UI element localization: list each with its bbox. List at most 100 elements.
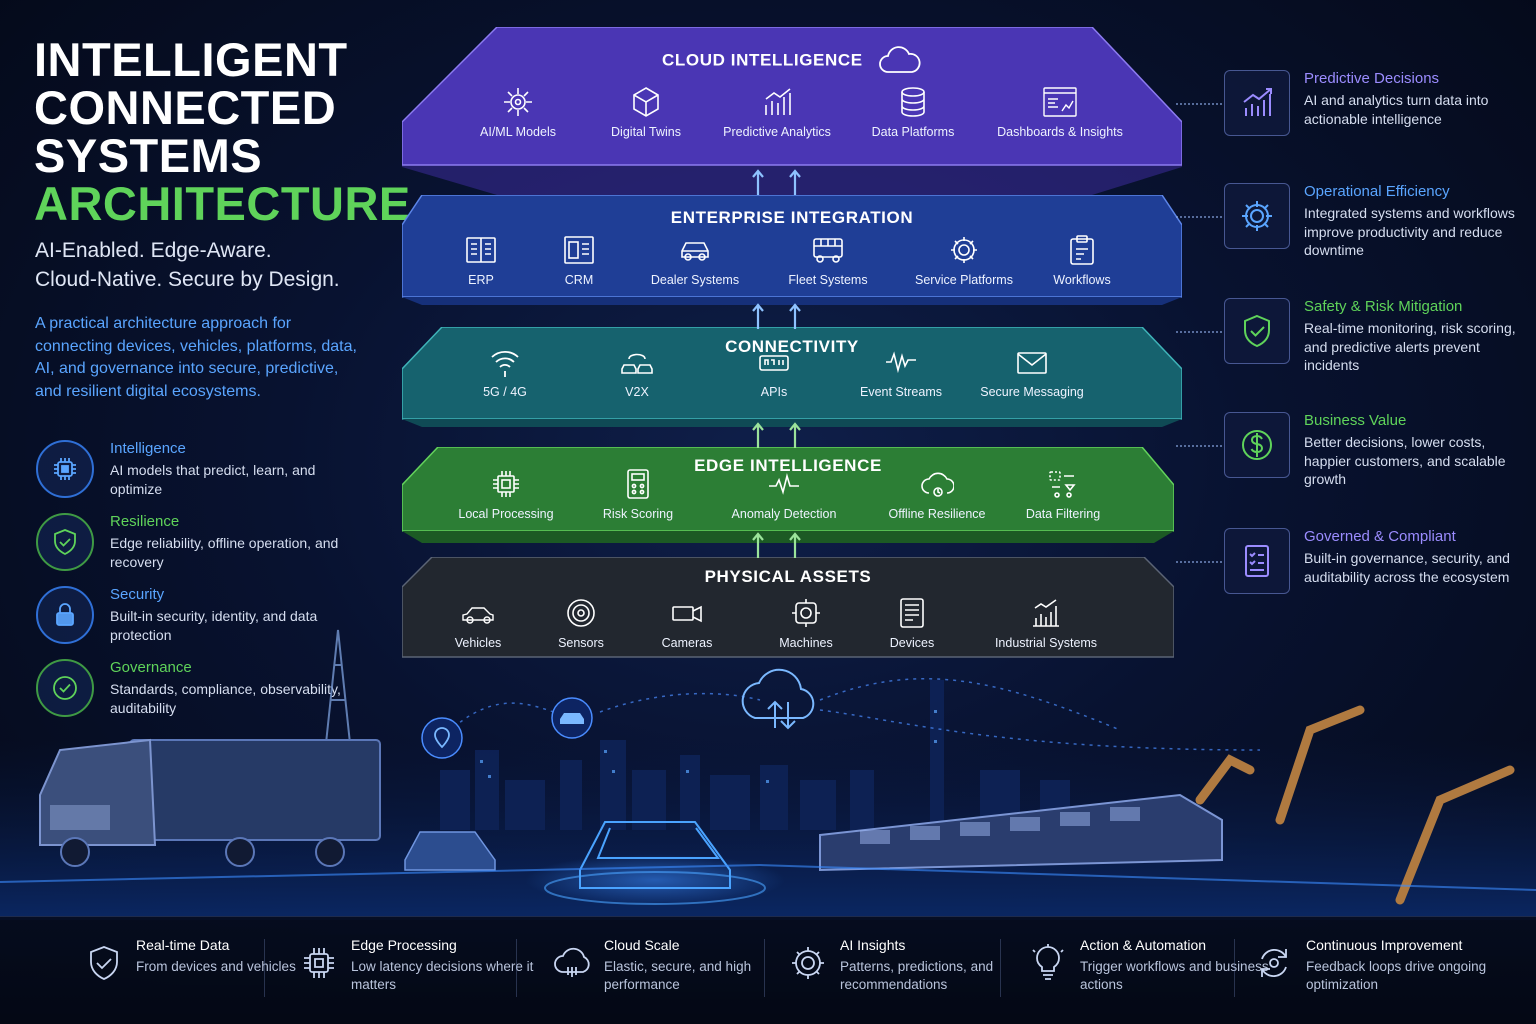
footer-desc: Patterns, predictions, and recommendatio… [840, 959, 994, 992]
pillar-title: Intelligence [110, 440, 186, 457]
layer-item-digital-twins: Digital Twins [581, 85, 711, 140]
layer-item-machines: Machines [741, 596, 871, 651]
intro-text: A practical architecture approach for co… [35, 315, 357, 400]
city-scene-illustration [0, 629, 1536, 920]
machine-gear-icon [792, 599, 820, 627]
arrow-up-icon [752, 532, 764, 558]
benefit-desc: Real-time monitoring, risk scoring, and … [1304, 320, 1516, 373]
layer-item-local-processing: Local Processing [441, 467, 571, 522]
layer-item-label: CRM [564, 273, 594, 287]
arrow-up-icon [789, 169, 801, 195]
benefit-desc: AI and analytics turn data into actionab… [1304, 92, 1489, 127]
pillar-resilience: Resilience Edge reliability, offline ope… [36, 513, 356, 575]
layer-item-label: Workflows [1053, 273, 1111, 287]
tagline-line-1: AI-Enabled. Edge-Aware. [35, 239, 272, 262]
layer-item-crm: CRM [514, 233, 644, 288]
footer-title: Cloud Scale [604, 937, 680, 953]
car-icon [462, 607, 494, 624]
footer-desc: Feedback loops drive ongoing optimizatio… [1306, 959, 1487, 992]
bus-icon [813, 238, 843, 263]
page-title: INTELLIGENT CONNECTED SYSTEMS ARCHITECTU… [34, 36, 411, 230]
layer-item-label: ERP [468, 273, 494, 287]
cube-icon [633, 87, 659, 117]
layer-item-apis: APIs [709, 345, 839, 400]
layer-item-label: Local Processing [458, 507, 554, 521]
v2x-icon [621, 353, 653, 374]
footer-title: AI Insights [840, 937, 906, 953]
connector-dots [1176, 331, 1222, 333]
camera-icon [672, 605, 702, 623]
layer-item-label: Secure Messaging [980, 385, 1084, 399]
cloud-icon [554, 947, 590, 977]
pillar-intelligence: Intelligence AI models that predict, lea… [36, 440, 356, 502]
filter-icon [1049, 471, 1076, 498]
layer-item-predictive-analytics: Predictive Analytics [712, 85, 842, 140]
footer-title: Action & Automation [1080, 937, 1207, 953]
layer-item-label: Dealer Systems [650, 273, 740, 287]
checklist-icon [1224, 528, 1290, 594]
title-line-3: SYSTEMS [34, 129, 263, 182]
layer-item-label: APIs [760, 385, 788, 399]
footer-desc: Elastic, secure, and high performance [604, 959, 752, 992]
pillar-title: Resilience [110, 513, 180, 530]
footer-item-ai-insights: AI Insights Patterns, predictions, and r… [788, 937, 1028, 1007]
api-icon [759, 355, 789, 371]
layer-item-sensors: Sensors [516, 596, 646, 651]
pillar-governance: Governance Standards, compliance, observ… [36, 659, 356, 721]
layer-item-v2x: V2X [572, 345, 702, 400]
layer-item-data-filtering: Data Filtering [998, 467, 1128, 522]
connector-dots [1176, 561, 1222, 563]
footer-item-edge-processing: Edge Processing Low latency decisions wh… [299, 937, 539, 1007]
industrial-chart-icon [1033, 599, 1059, 627]
cloud-sync-icon [741, 668, 815, 730]
cycle-icon [1261, 948, 1287, 978]
layer-item-label: Service Platforms [915, 273, 1013, 287]
benefit-title: Governed & Compliant [1304, 528, 1456, 545]
footer-desc: From devices and vehicles [136, 959, 296, 974]
layer-item-label: Risk Scoring [602, 507, 674, 521]
calculator-icon [627, 469, 649, 499]
layer-item-label: Data Filtering [1025, 507, 1101, 521]
footer-divider [1000, 939, 1001, 997]
layer-enterprise-integration: ENTERPRISE INTEGRATION ERP CRM Dealer Sy… [402, 195, 1182, 305]
train-illustration [819, 793, 1223, 872]
pillar-desc: Standards, compliance, observability, au… [110, 681, 341, 716]
connector-dots [1176, 216, 1222, 218]
car-icon [681, 242, 709, 261]
shield-check-icon [1224, 298, 1290, 364]
pulse-icon [769, 472, 799, 495]
footer-divider [264, 939, 265, 997]
arrow-up-icon [789, 422, 801, 448]
wifi-icon [491, 350, 519, 377]
layer-item-label: Machines [779, 636, 833, 650]
footer-divider [1234, 939, 1235, 997]
layer-item-offline-resilience: Offline Resilience [872, 467, 1002, 522]
tagline-line-2: Cloud-Native. Secure by Design. [35, 268, 340, 291]
cloud-icon [879, 46, 921, 73]
layer-item-risk-scoring: Risk Scoring [573, 467, 703, 522]
title-line-2: CONNECTED [34, 81, 337, 134]
benefit-title: Predictive Decisions [1304, 70, 1440, 87]
dollar-icon [1224, 412, 1290, 478]
clipboard-icon [1070, 235, 1094, 265]
arrow-up-icon [752, 422, 764, 448]
arrow-up-icon [789, 303, 801, 329]
layer-item-vehicles: Vehicles [413, 596, 543, 651]
layer-item-secure-messaging: Secure Messaging [967, 345, 1097, 400]
layer-item-label: Fleet Systems [788, 273, 868, 287]
layer-item-data-platforms: Data Platforms [848, 85, 978, 140]
layer-item-label: 5G / 4G [483, 385, 527, 399]
layer-item-fleet-systems: Fleet Systems [763, 233, 893, 288]
title-line-4: ARCHITECTURE [34, 177, 411, 230]
layer-item-label: Industrial Systems [994, 636, 1098, 650]
layer-item-label: Digital Twins [611, 125, 681, 139]
layer-item-label: Anomaly Detection [731, 507, 837, 521]
layer-item-label: Devices [889, 636, 935, 650]
layer-item-service-platforms: Service Platforms [899, 233, 1029, 288]
layer-item-label: Predictive Analytics [723, 125, 831, 139]
benefit-title: Operational Efficiency [1304, 183, 1450, 200]
layer-item-label: Event Streams [860, 385, 942, 399]
footer-item-continuous-improvement: Continuous Improvement Feedback loops dr… [1254, 937, 1494, 1007]
layer-item-dashboards-insights: Dashboards & Insights [995, 85, 1125, 140]
layer-title: EDGE INTELLIGENCE [694, 456, 882, 475]
